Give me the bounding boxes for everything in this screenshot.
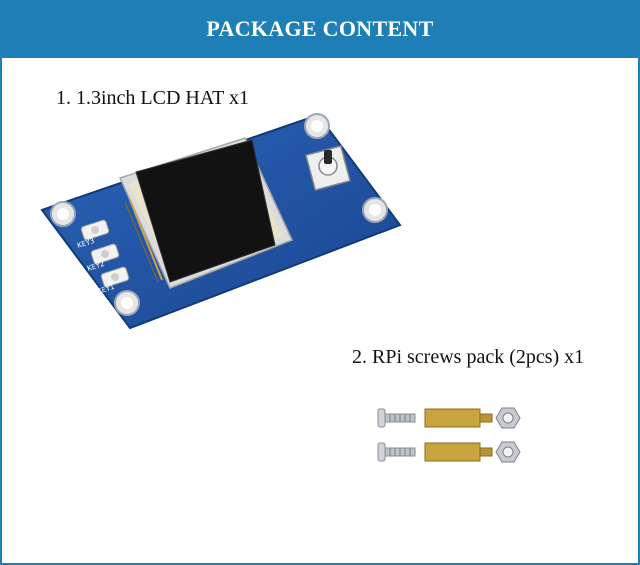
screws-pack-image [377, 407, 521, 463]
key-buttons: KEY3 KEY2 KEY1 [76, 219, 130, 296]
nut-icon [495, 407, 521, 429]
mounting-holes [50, 113, 388, 316]
screw-icon [377, 408, 416, 428]
lcd-hat-image: KEY3 KEY2 KEY1 [40, 113, 402, 330]
joystick [305, 145, 351, 191]
item-label-screws-pack: 2. RPi screws pack (2pcs) x1 [352, 346, 585, 368]
brass-standoff-icon [424, 408, 493, 428]
item-label-lcd-hat: 1. 1.3inch LCD HAT x1 [56, 87, 249, 109]
header-bar: PACKAGE CONTENT [0, 0, 640, 58]
page-title: PACKAGE CONTENT [206, 16, 434, 41]
screw-icon [377, 442, 416, 462]
nut-icon [495, 441, 521, 463]
brass-standoff-icon [424, 442, 493, 462]
